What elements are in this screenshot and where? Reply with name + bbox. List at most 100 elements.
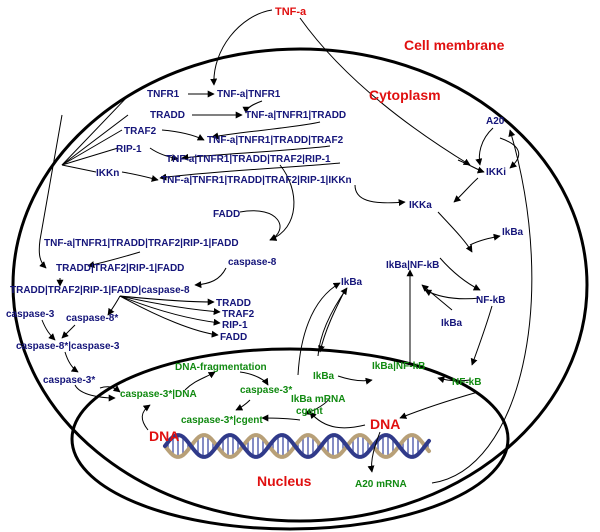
- arrow-a20-feedback: [499, 137, 520, 169]
- a20-mrna-label: A20 mRNA: [355, 479, 407, 490]
- nfkb-nucleus-label: NF-kB: [452, 377, 481, 388]
- arrow-ikka-to-ikki-branch: [457, 159, 485, 174]
- arrow-complex2-down: [211, 121, 321, 140]
- arrow-ikbank-dissoc: [439, 257, 481, 291]
- caspase3-active-label: caspase-3*: [43, 375, 95, 386]
- arrow-casp3s-to-dna: [99, 385, 121, 393]
- arrow-traf2-join: [161, 129, 205, 141]
- cytoplasm-label: Cytoplasm: [369, 87, 441, 103]
- caspase3s-dna-label: caspase-3*|DNA: [120, 389, 197, 400]
- complex-with-fadd-label: TNF-a|TNFR1|TRADD|TRAF2|RIP-1|FADD: [44, 238, 239, 249]
- arrow-fadd-complex-split: [87, 251, 141, 268]
- arrow-complex4-down: [159, 162, 341, 181]
- complex-casp8s-casp3-label: caspase-8*|caspase-3: [16, 341, 120, 352]
- dna-helix-graphic: [163, 433, 431, 459]
- arrow-ikka-to-ikbank: [437, 211, 473, 253]
- rip1-released-label: RIP-1: [222, 320, 248, 331]
- arrow-casp8s-join: [61, 324, 76, 339]
- ikba-nfkb-nucleus-label: IkBa|NF-kB: [372, 361, 425, 372]
- arrow-casp8-join: [194, 267, 227, 289]
- fadd-released-label: FADD: [220, 332, 247, 343]
- ikkn-label: IKKn: [96, 168, 119, 179]
- nfkb-cyto-label: NF-kB: [476, 295, 505, 306]
- nucleus-label: Nucleus: [257, 473, 312, 489]
- arrow-release-rip1: [119, 295, 221, 326]
- arrow-dna-to-ikbamrna: [309, 411, 366, 429]
- nucleus-ellipse: [70, 347, 510, 531]
- arrow-ikbamrna-to-ikba: [297, 282, 341, 376]
- a20-label: A20: [486, 116, 505, 127]
- arrow-complex5-to-ikka: [354, 184, 406, 207]
- arrow-complex-spine: [38, 114, 63, 269]
- ikki-label: IKKi: [486, 167, 506, 178]
- arrow-ikba-out-nucleus: [317, 287, 348, 357]
- traf2-label: TRAF2: [124, 126, 157, 137]
- caspase3-label: caspase-3: [6, 309, 55, 320]
- rip1-label: RIP-1: [116, 144, 142, 155]
- arrow-fan-tradd: [61, 114, 129, 166]
- arrow-tnfa-to-ikki: [299, 17, 471, 166]
- arrow-cgent-into: [304, 397, 331, 415]
- ikba-top-label: IkBa: [502, 227, 524, 238]
- tnfa-label: TNF-a: [275, 6, 307, 18]
- caspase3s-nucleus-label: caspase-3*: [240, 385, 292, 396]
- complex-with-caspase8-label: TRADD|TRAF2|RIP-1|FADD|caspase-8: [10, 285, 190, 296]
- arrow-release-tradd: [119, 295, 215, 306]
- arrow-dna-to-a20mrna: [367, 431, 381, 473]
- complex-tradd-traf2-rip1-fadd-label: TRADD|TRAF2|RIP-1|FADD: [56, 263, 184, 274]
- arrow-rip1-join: [149, 147, 179, 161]
- dna-left-label: DNA: [149, 428, 179, 444]
- ikba-nucleus-label: IkBa: [313, 371, 335, 382]
- arrow-complex3-down: [181, 145, 331, 161]
- arrow-nfkb-into-nucleus: [470, 305, 493, 366]
- ikba-low-label: IkBa: [441, 318, 463, 329]
- arrow-fragmentation-to-casp3s: [239, 371, 269, 386]
- arrow-ikba-low-join: [421, 284, 453, 311]
- complex-with-traf2-label: TNF-a|TNFR1|TRADD|TRAF2: [207, 135, 344, 146]
- arrow-cgent-join: [261, 414, 301, 422]
- arrow-nfkb-nuc-join: [437, 376, 471, 384]
- arrow-ikki-to-ikka: [453, 177, 479, 203]
- arrow-a20mrna-to-a20: [431, 129, 533, 484]
- ikba-nfkb-cyto-label: IkBa|NF-kB: [386, 260, 439, 271]
- complex-tnfa-tnfr1-tradd-label: TNF-a|TNFR1|TRADD: [245, 110, 346, 121]
- arrow-complex1-down: [242, 100, 263, 114]
- ikba-mrna-label: IkBa mRNA: [291, 394, 345, 405]
- complex-with-ikkn-label: TNF-a|TNFR1|TRADD|TRAF2|RIP-1|IKKn: [161, 175, 352, 186]
- arrow-ikba-nuc-join: [337, 375, 373, 385]
- arrow-release-traf2: [119, 295, 221, 315]
- ikka-label: IKKa: [409, 200, 432, 211]
- fadd-top-label: FADD: [213, 209, 240, 220]
- complex-with-rip1-label: TNF-a|TNFR1|TRADD|TRAF2|RIP-1: [166, 154, 331, 165]
- caspase8-active-label: caspase-8*: [66, 313, 118, 324]
- complex-tnfa-tnfr1-label: TNF-a|TNFR1: [217, 89, 281, 100]
- arrow-fan-tnfr1: [61, 93, 131, 166]
- arrow-ikkn-join: [121, 171, 159, 182]
- arrow-nfkb-low-join: [424, 289, 481, 300]
- dna-right-label: DNA: [370, 416, 400, 432]
- arrow-ikba-release: [469, 233, 501, 246]
- caspase3s-cgent-label: caspase-3*|cgent: [181, 415, 263, 426]
- arrow-fan-ikkn: [61, 164, 97, 173]
- arrow-fan-rip1: [61, 147, 119, 166]
- traf2-released-label: TRAF2: [222, 309, 255, 320]
- tnfr1-label: TNFR1: [147, 89, 180, 100]
- arrow-casp8s-casp3-to-casp3s: [64, 351, 79, 373]
- arrow-release-fadd: [119, 295, 219, 338]
- arrow-a20-to-ikki: [475, 127, 494, 166]
- arrow-ikba-into-nucleus: [317, 289, 346, 353]
- cell-membrane-label: Cell membrane: [404, 37, 505, 53]
- arrow-nfkb-to-dna: [399, 391, 479, 419]
- dna-fragmentation-label: DNA-fragmentation: [175, 362, 267, 373]
- arrow-casp3-join: [41, 319, 56, 341]
- caspase8-label: caspase-8: [228, 257, 277, 268]
- cgent-label: cgent: [296, 406, 323, 417]
- arrow-dna-to-casp3s-dna: [141, 404, 151, 431]
- arrow-casp3s-dna-to-fragmentation: [184, 371, 216, 391]
- arrow-casp3s-to-cgent-complex: [235, 399, 251, 411]
- arrow-fadd-join: [239, 210, 281, 241]
- arrow-tnfa-to-complex: [210, 9, 273, 86]
- arrow-fan-traf2: [61, 129, 123, 166]
- reaction-arrows: [38, 9, 533, 484]
